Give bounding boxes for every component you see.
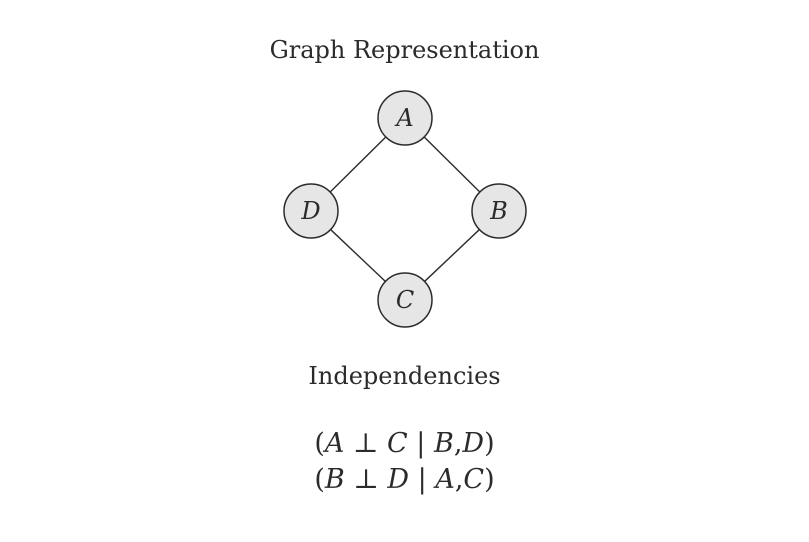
statement-right-var: C: [387, 428, 408, 459]
edge-a-b: [423, 136, 481, 193]
open-paren: (: [314, 428, 325, 459]
node-circle: [377, 272, 433, 328]
statement-given-var: B: [433, 428, 454, 459]
statement-right-var: D: [387, 464, 410, 495]
nodes: A B C D: [283, 90, 527, 328]
statement-given-var: D: [462, 428, 485, 459]
node-label: A: [394, 104, 413, 132]
given-bar: |: [417, 464, 427, 495]
edge-b-c: [424, 229, 480, 282]
independency-statement: (A ⊥ C | B,D): [0, 430, 809, 457]
statement-given-var: C: [463, 464, 485, 495]
perp-symbol: ⊥: [353, 428, 379, 459]
statement-given-var: A: [435, 464, 455, 495]
node-label: B: [489, 197, 508, 225]
perp-symbol: ⊥: [353, 464, 379, 495]
given-bar: |: [416, 428, 426, 459]
close-paren: ): [484, 428, 495, 459]
comma: ,: [453, 428, 463, 459]
close-paren: ): [484, 464, 495, 495]
edge-a-d: [329, 136, 387, 193]
open-paren: (: [314, 464, 325, 495]
node-label: D: [300, 197, 320, 225]
node-circle: [283, 183, 339, 239]
edges: [329, 136, 481, 282]
statement-left-var: A: [324, 428, 345, 459]
node-label: C: [396, 286, 414, 314]
node-circle: [471, 183, 527, 239]
independency-statement: (B ⊥ D | A,C): [0, 466, 809, 493]
comma: ,: [454, 464, 464, 495]
node-b: B: [471, 183, 527, 239]
node-a: A: [377, 90, 433, 146]
graph-title: Graph Representation: [269, 36, 540, 64]
edge-d-c: [330, 229, 386, 282]
independencies-title: Independencies: [308, 362, 501, 390]
node-d: D: [283, 183, 339, 239]
statement-left-var: B: [324, 464, 345, 495]
node-circle: [377, 90, 433, 146]
node-c: C: [377, 272, 433, 328]
